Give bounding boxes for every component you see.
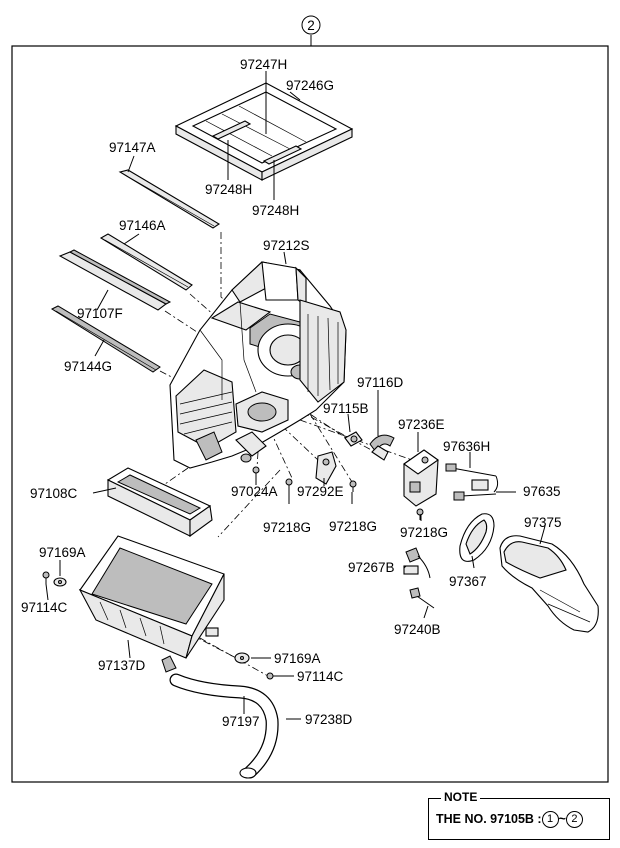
label-97292E: 97292E [297,484,344,499]
part-97240B [409,587,435,609]
seal-97146A [99,233,193,291]
label-97024A: 97024A [231,484,278,499]
note-range-start: 1 [541,811,559,828]
label-97137D: 97137D [98,658,146,673]
seal-97144G [50,305,161,373]
label-97375: 97375 [524,515,562,530]
sensor-97635 [453,491,497,501]
washer-97169A-b [234,652,250,664]
actuator-97236E [403,449,439,507]
label-97247H: 97247H [240,57,287,72]
label-97169A-a: 97169A [39,545,86,560]
assembly-ref-number: 2 [307,18,315,33]
leader-lines [45,71,546,720]
lever-97292E [315,451,337,485]
lower-case-97108C [106,467,213,538]
screw-97114C-a [42,571,50,584]
label-97218G-b: 97218G [329,519,377,534]
washer-97169A-a [53,577,67,587]
door-97116D [369,434,395,461]
note-prefix: THE NO. 97105B : [436,811,542,826]
assembly-ref-circle [301,15,321,35]
label-97114C-a: 97114C [21,600,68,615]
label-97147A: 97147A [109,140,156,155]
label-97218G-c: 97218G [400,525,448,540]
filter-cover-part [174,82,354,181]
label-97115B: 97115B [323,401,369,416]
label-97212S: 97212S [263,238,310,253]
note-title: NOTE [441,790,481,804]
heater-case-part [169,261,347,469]
label-97146A: 97146A [119,218,166,233]
label-97107F: 97107F [77,306,123,321]
part-labels: 97247H 97246G 97147A 97248H 97248H 97146… [21,57,562,729]
label-97236E: 97236E [398,417,445,432]
label-97116D: 97116D [357,375,404,390]
screws [252,466,424,520]
duct-97367 [459,513,495,562]
note-separator: ~ [558,811,566,826]
label-97248H-a: 97248H [205,182,252,197]
label-97367: 97367 [449,574,487,589]
seal-97107F [58,249,172,311]
seal-97147A [118,169,221,229]
label-97240B: 97240B [394,622,441,637]
label-97108C: 97108C [30,486,78,501]
label-97197: 97197 [222,714,260,729]
label-97636H: 97636H [443,439,490,454]
label-97144G: 97144G [64,359,112,374]
clip-97115B [344,431,363,447]
note-box: NOTE THE NO. 97105B :1~2 [428,790,610,840]
label-97218G-a: 97218G [263,520,311,535]
label-97635: 97635 [523,484,561,499]
note-text: THE NO. 97105B :1~2 [436,811,583,828]
label-97248H-b: 97248H [252,203,299,218]
label-97267B: 97267B [348,560,395,575]
label-97238D: 97238D [305,712,353,727]
assembly-frame [11,45,609,783]
screw-97114C-b [266,672,278,680]
drain-hose [169,673,279,779]
label-97169A-b: 97169A [274,651,321,666]
connector-97267B [403,547,431,579]
label-97246G: 97246G [286,78,334,93]
sensor-97636H [445,463,499,493]
drain-pan-97137D [78,535,225,673]
label-97114C-b: 97114C [297,669,344,684]
note-range-end: 2 [565,811,583,828]
duct-97375 [499,535,599,633]
